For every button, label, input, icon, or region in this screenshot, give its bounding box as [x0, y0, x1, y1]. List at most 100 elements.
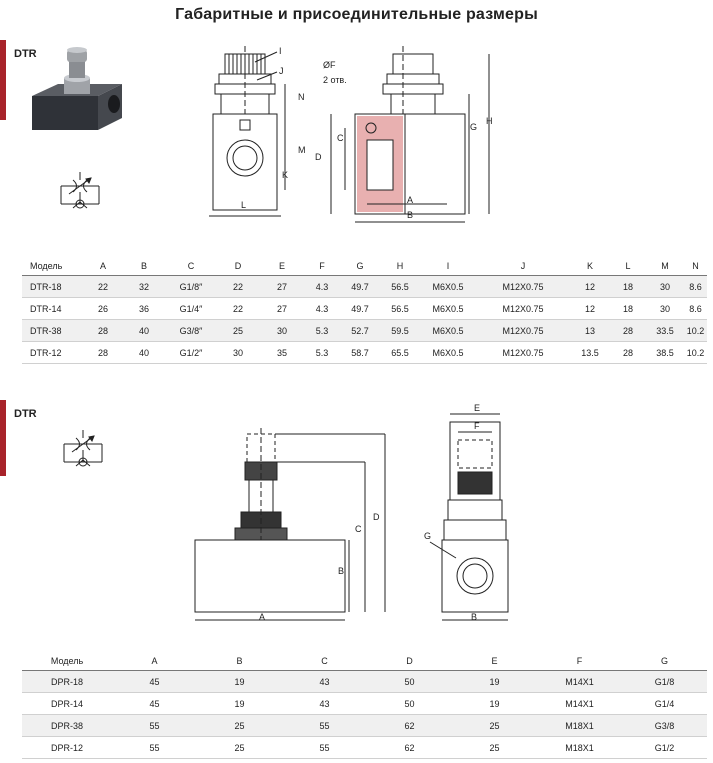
table-cell: 30 [276, 325, 287, 336]
table-cell: 22 [232, 303, 243, 314]
table-cell: M6X0.5 [432, 281, 464, 292]
table-cell: 55 [319, 742, 330, 753]
table-cell: 38.5 [656, 347, 674, 358]
table-cell: 52.7 [351, 325, 369, 336]
dim-B: B [338, 566, 345, 576]
table-cell: G1/8 [654, 676, 675, 687]
table-cell: 43 [319, 698, 330, 709]
column-header: C [166, 257, 216, 276]
table-cell: G1/4″ [179, 303, 203, 314]
dim-F: F [474, 421, 480, 431]
table-cell: 32 [138, 281, 149, 292]
table-cell: 58.7 [351, 347, 369, 358]
table-cell: 30 [232, 347, 243, 358]
dim-A: A [259, 612, 266, 622]
dim-F: ØF [323, 60, 336, 70]
table-cell: 45 [149, 676, 160, 687]
table-cell: 25 [489, 720, 500, 731]
dim-D: D [373, 512, 380, 522]
dim-J: J [279, 66, 284, 76]
table-cell: 13 [584, 325, 595, 336]
table-cell: 49.7 [351, 281, 369, 292]
table-cell: 30 [659, 303, 670, 314]
dim-H: H [486, 116, 493, 126]
dpr-side-view-drawing [194, 428, 386, 621]
table-cell: 12 [584, 303, 595, 314]
dim-K: K [282, 170, 289, 180]
table-cell: 55 [149, 720, 160, 731]
table-cell: 28 [622, 325, 633, 336]
column-header: K [570, 257, 610, 276]
column-header: J [476, 257, 570, 276]
flow-control-symbol [60, 172, 100, 209]
table-cell: 13.5 [581, 347, 599, 358]
column-header: B [197, 652, 282, 671]
table-cell: G1/2 [654, 742, 675, 753]
table-cell: 19 [489, 698, 500, 709]
table-cell: 33.5 [656, 325, 674, 336]
table-cell: 18 [622, 303, 633, 314]
column-header: N [684, 257, 707, 276]
table-cell: G1/4 [654, 698, 675, 709]
dim-holes: 2 отв. [323, 75, 347, 85]
table-header-row: Модель A B C D E F G H I J K L M N [22, 257, 707, 276]
section-2-label: DTR [14, 408, 37, 420]
column-header: G [622, 652, 707, 671]
dim-C: C [337, 133, 344, 143]
dim-G: G [470, 122, 478, 132]
dim-G: G [424, 531, 432, 541]
column-header: I [420, 257, 476, 276]
dim-N: N [298, 92, 305, 102]
table-cell: DPR-12 [50, 742, 83, 753]
section-accent-bar [0, 40, 6, 120]
dpr-front-view-drawing [429, 413, 509, 621]
table-cell: 56.5 [391, 281, 409, 292]
table-cell: M12X0.75 [502, 325, 544, 336]
dim-L: L [241, 200, 246, 210]
table-cell: 5.3 [315, 347, 329, 358]
table-cell: 8.6 [689, 281, 702, 292]
column-header: E [260, 257, 304, 276]
table-cell: 59.5 [391, 325, 409, 336]
dim-D: D [315, 152, 322, 162]
flow-control-symbol [63, 430, 103, 467]
page-title: Габаритные и присоединительные размеры [175, 6, 538, 23]
table-cell: DPR-38 [50, 720, 83, 731]
dim-A: A [407, 195, 414, 205]
table-cell: 25 [234, 742, 245, 753]
table-cell: 55 [319, 720, 330, 731]
dim-B: B [407, 210, 414, 220]
table-cell: 49.7 [351, 303, 369, 314]
dtr-front-view-drawing: L I J [209, 46, 286, 217]
dtr-section-view-drawing [330, 46, 490, 223]
table-cell: 27 [276, 303, 287, 314]
table-cell: 12 [584, 281, 595, 292]
column-header: D [216, 257, 260, 276]
table-cell: 8.6 [689, 303, 702, 314]
table-cell: 43 [319, 676, 330, 687]
table-cell: M18X1 [565, 720, 594, 731]
table-cell: 28 [97, 347, 108, 358]
table-cell: 22 [97, 281, 108, 292]
table-cell: 62 [404, 720, 415, 731]
product-photo [32, 47, 122, 130]
column-header: A [112, 652, 197, 671]
dtr-dimensions-table: Модель A B C D E F G H I J K L M N DTR-1… [22, 257, 707, 364]
column-header: M [646, 257, 684, 276]
column-header: F [304, 257, 340, 276]
column-header: D [367, 652, 452, 671]
table-cell: 27 [276, 281, 287, 292]
table-cell: 26 [97, 303, 108, 314]
table-cell: 5.3 [315, 325, 329, 336]
table-cell: 22 [232, 281, 243, 292]
table-cell: DPR-14 [50, 698, 83, 709]
column-header: F [537, 652, 622, 671]
table-cell: G1/2″ [179, 347, 203, 358]
table-cell: 30 [659, 281, 670, 292]
table-cell: DTR-38 [30, 325, 62, 336]
